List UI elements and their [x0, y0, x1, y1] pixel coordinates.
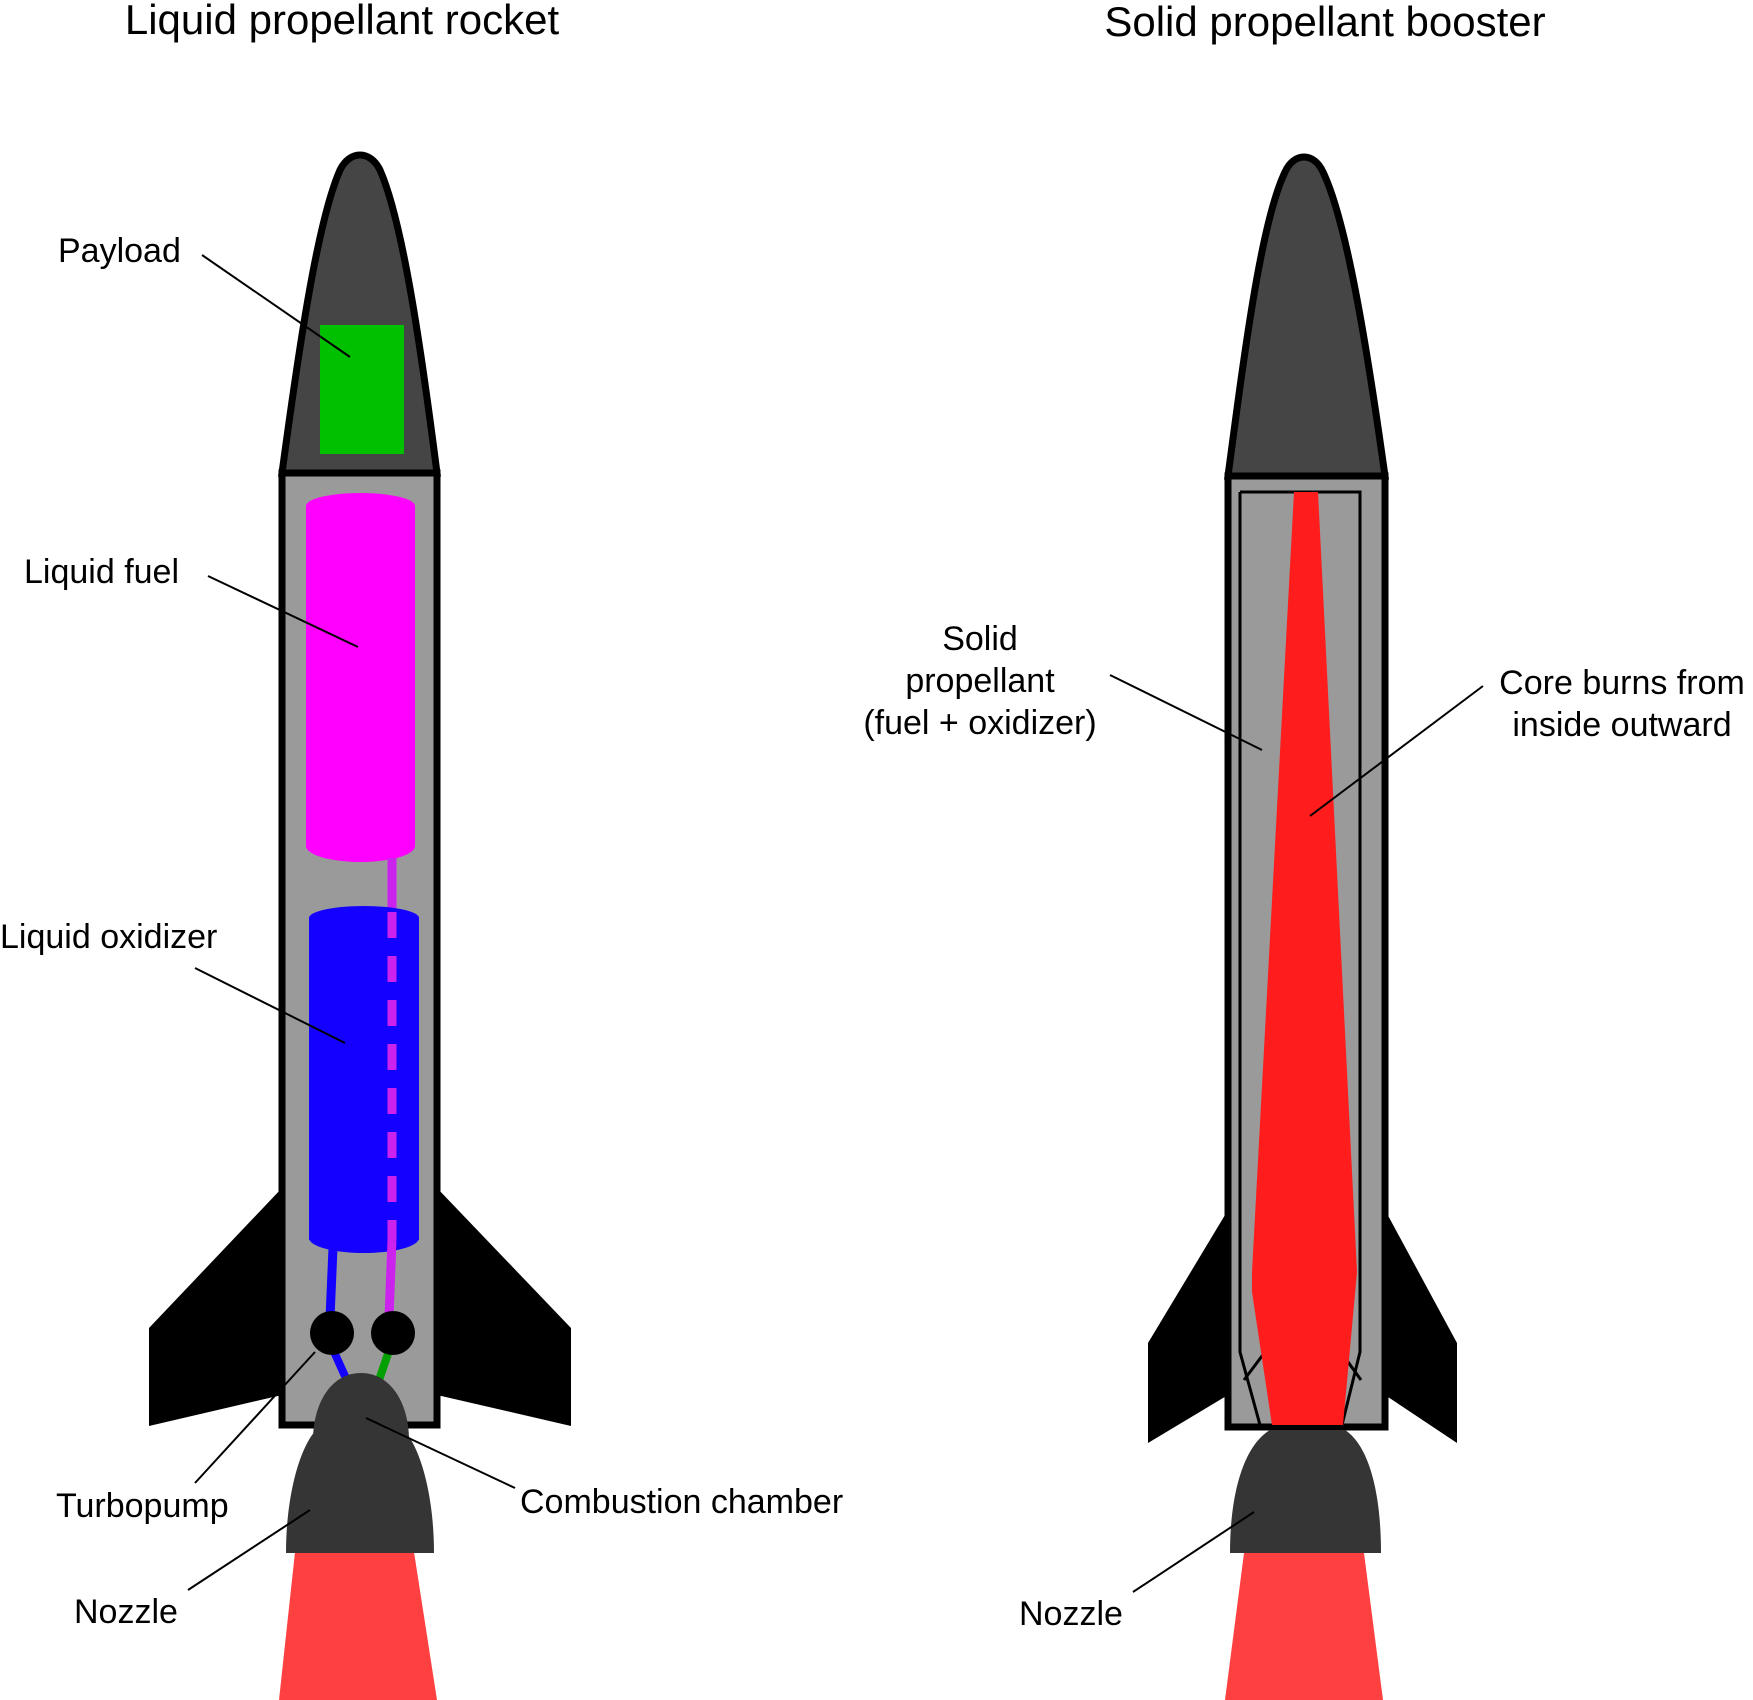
label-solid-propellant-2: propellant	[905, 662, 1055, 700]
label-core-burns-1: Core burns from	[1499, 664, 1745, 702]
liquid-rocket: Liquid propellant rocket	[0, 0, 843, 1700]
label-liquid-fuel: Liquid fuel	[24, 553, 179, 591]
solid-propellant-leader	[1109, 674, 1263, 751]
liquid-exhaust-plume	[279, 1552, 437, 1700]
solid-booster-title: Solid propellant booster	[1104, 0, 1545, 45]
liquid-nozzle-leader	[187, 1509, 311, 1591]
solid-exhaust-plume	[1225, 1553, 1383, 1700]
solid-left-fin	[1148, 1210, 1228, 1443]
liquid-nozzle	[286, 1428, 434, 1553]
turbopump-right	[371, 1311, 415, 1355]
liquid-left-fin	[149, 1188, 282, 1426]
label-solid-nozzle: Nozzle	[1019, 1595, 1123, 1633]
liquid-fuel-leader	[207, 575, 359, 648]
solid-nozzle	[1230, 1430, 1381, 1553]
payload-leader	[201, 254, 351, 358]
liquid-oxidizer-tank	[309, 906, 419, 1253]
core-burn-leader	[1309, 685, 1484, 817]
solid-booster: Solid propellant booster Solid propellan…	[863, 0, 1745, 1700]
solid-nose-cone	[1224, 153, 1390, 480]
label-solid-propellant-3: (fuel + oxidizer)	[863, 704, 1096, 742]
solid-right-fin	[1385, 1210, 1457, 1443]
turbopump-left	[310, 1311, 354, 1355]
label-combustion-chamber: Combustion chamber	[520, 1483, 843, 1521]
oxidizer-line	[325, 1247, 338, 1319]
liquid-rocket-title: Liquid propellant rocket	[125, 0, 560, 43]
label-turbopump: Turbopump	[56, 1487, 229, 1525]
burning-core	[1252, 492, 1357, 1425]
label-payload: Payload	[58, 232, 181, 270]
turbopump-leader	[194, 1351, 316, 1484]
liquid-fuel-tank	[306, 493, 415, 862]
label-liquid-nozzle: Nozzle	[74, 1593, 178, 1631]
label-core-burns-2: inside outward	[1512, 706, 1731, 744]
combustion-chamber-leader	[365, 1417, 516, 1489]
label-solid-propellant-1: Solid	[942, 620, 1018, 658]
solid-nozzle-leader	[1132, 1511, 1255, 1593]
label-liquid-oxidizer: Liquid oxidizer	[0, 918, 217, 956]
liquid-oxidizer-leader	[194, 967, 346, 1044]
liquid-right-fin	[437, 1188, 571, 1426]
fuel-line-lower	[384, 1239, 397, 1319]
combustion-chamber	[313, 1373, 409, 1440]
